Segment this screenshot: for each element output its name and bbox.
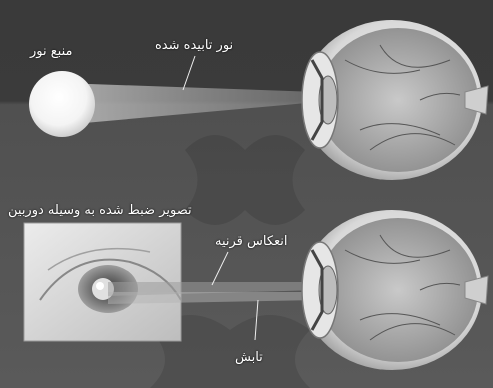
incident-light-label: نور تابیده شده xyxy=(155,38,233,53)
eye-cross-section-top xyxy=(302,20,488,180)
glint-label: تابش xyxy=(235,350,263,365)
leader-incident xyxy=(183,56,195,90)
glint-beam xyxy=(108,292,318,304)
leader-corneal xyxy=(212,252,228,285)
camera-image-label: تصویر ضبط شده به وسیله دوربین xyxy=(8,203,192,218)
eye-cross-section-bottom xyxy=(302,210,488,370)
light-source-bulb xyxy=(29,71,95,137)
incident-light-beam xyxy=(62,83,318,125)
light-source-label: منبع نور xyxy=(30,44,72,59)
corneal-reflection-label: انعکاس قرنیه xyxy=(215,234,288,249)
